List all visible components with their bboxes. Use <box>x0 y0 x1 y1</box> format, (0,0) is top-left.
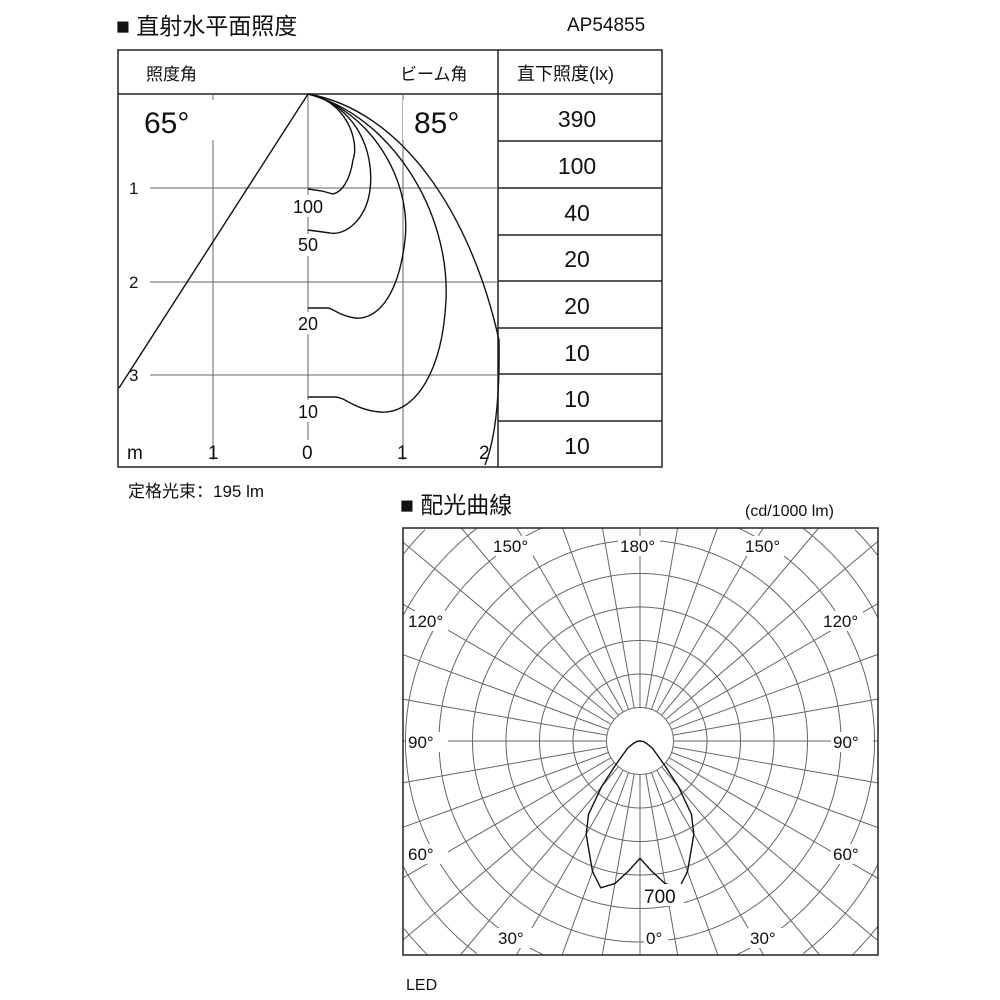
polar-spoke <box>402 654 641 742</box>
polar-spoke <box>516 527 641 742</box>
polar-spoke <box>402 740 641 828</box>
x-label: 1 <box>397 443 408 464</box>
rated-luminous-flux: 定格光束：195 lm <box>128 482 264 501</box>
unit-label: (cd/1000 lm) <box>745 503 834 520</box>
angle-label: 180° <box>620 537 655 556</box>
polar-spoke <box>639 527 679 742</box>
polar-spoke <box>639 653 879 742</box>
depth-labels: 1 2 3 <box>129 179 138 385</box>
depth-label: 2 <box>129 273 138 292</box>
scale-label: 700 <box>644 887 676 908</box>
angle-label: 60° <box>833 845 859 864</box>
direct-value: 100 <box>558 153 596 179</box>
direct-value: 10 <box>564 386 590 412</box>
direct-value: 390 <box>558 106 596 132</box>
polar-ring <box>539 640 741 842</box>
polar-spoke <box>639 740 820 956</box>
direct-values: 390 100 40 20 20 10 10 10 <box>558 106 596 459</box>
depth-label: 3 <box>129 366 138 385</box>
section-title-distribution: ■ 配光曲線 <box>400 492 512 518</box>
polar-spoke <box>562 527 641 742</box>
model-number: AP54855 <box>567 15 645 36</box>
isolux-curve-50 <box>307 93 372 235</box>
direct-value: 10 <box>564 340 590 366</box>
polar-spoke <box>639 540 879 742</box>
direct-table-rows <box>498 140 662 422</box>
isolux-label: 20 <box>298 314 318 334</box>
illuminance-angle-line <box>118 93 309 389</box>
diagram-frame <box>117 49 663 468</box>
light-source-label: LED <box>406 977 437 994</box>
x-label: 1 <box>208 443 219 464</box>
angle-label: 30° <box>498 929 524 948</box>
polar-spoke <box>639 740 879 942</box>
isolux-label: 50 <box>298 235 318 255</box>
beam-angle-value: 85° <box>414 107 459 140</box>
direct-illum-header: 直下照度(lx) <box>517 64 614 84</box>
illuminance-diagram: 照度角 ビーム角 直下照度(lx) 65° 85° 390 100 40 20 … <box>117 49 663 468</box>
beam-angle-header: ビーム角 <box>400 65 468 84</box>
polar-spoke <box>460 740 641 956</box>
angle-label: 60° <box>408 845 434 864</box>
angle-labels: 180° 150° 150° 120° 120° 90° 90° 60° 60° 30° 30° 0° <box>406 536 873 948</box>
angle-label: 120° <box>823 612 858 631</box>
x-label-unit: m <box>127 443 143 464</box>
polar-spoke <box>639 740 879 829</box>
angle-label: 150° <box>745 537 780 556</box>
angle-label: 150° <box>493 537 528 556</box>
polar-spoke <box>639 740 765 956</box>
section-title-illuminance: ■ 直射水平面照度 <box>116 13 297 39</box>
isolux-curve-100 <box>307 93 356 195</box>
distribution-curve-led <box>585 740 695 889</box>
polar-ring <box>402 527 879 955</box>
polar-spoke <box>402 740 641 941</box>
depth-label: 1 <box>129 179 138 198</box>
x-label: 2 <box>479 443 490 464</box>
angle-label: 120° <box>408 612 443 631</box>
angle-label: 0° <box>646 929 662 948</box>
polar-spoke <box>460 527 641 742</box>
polar-ring <box>505 606 775 876</box>
polar-frame <box>402 527 879 956</box>
isolux-labels: 100 50 20 10 <box>289 195 327 422</box>
direct-value: 40 <box>564 200 590 226</box>
polar-spoke <box>639 740 679 956</box>
angle-label: 30° <box>750 929 776 948</box>
direct-value: 10 <box>564 433 590 459</box>
illum-angle-header: 照度角 <box>146 65 197 84</box>
illum-angle-value: 65° <box>144 107 189 140</box>
polar-ring <box>472 573 808 909</box>
direct-value: 20 <box>564 246 590 272</box>
distance-grid <box>150 94 498 460</box>
direct-value: 20 <box>564 293 590 319</box>
polar-spoke <box>402 541 641 742</box>
isolux-curve-20 <box>307 93 407 319</box>
isolux-curve-10 <box>307 93 447 413</box>
polar-spoke <box>601 740 641 956</box>
polar-spoke <box>639 527 764 742</box>
polar-spoke <box>561 740 641 956</box>
polar-ring <box>572 673 708 809</box>
polar-spoke <box>639 527 820 742</box>
polar-ring <box>403 529 878 955</box>
beam-angle-curve <box>307 93 500 466</box>
angle-label: 90° <box>833 733 859 752</box>
polar-chart <box>402 527 879 956</box>
isolux-label: 10 <box>298 402 318 422</box>
isolux-label: 100 <box>293 197 323 217</box>
x-axis-labels: m 1 0 1 2 <box>127 440 490 464</box>
x-label: 0 <box>302 443 313 464</box>
angle-label: 90° <box>408 733 434 752</box>
polar-spoke <box>639 527 718 742</box>
polar-spoke <box>601 527 641 742</box>
polar-spoke <box>639 740 719 956</box>
polar-spoke <box>515 740 641 956</box>
